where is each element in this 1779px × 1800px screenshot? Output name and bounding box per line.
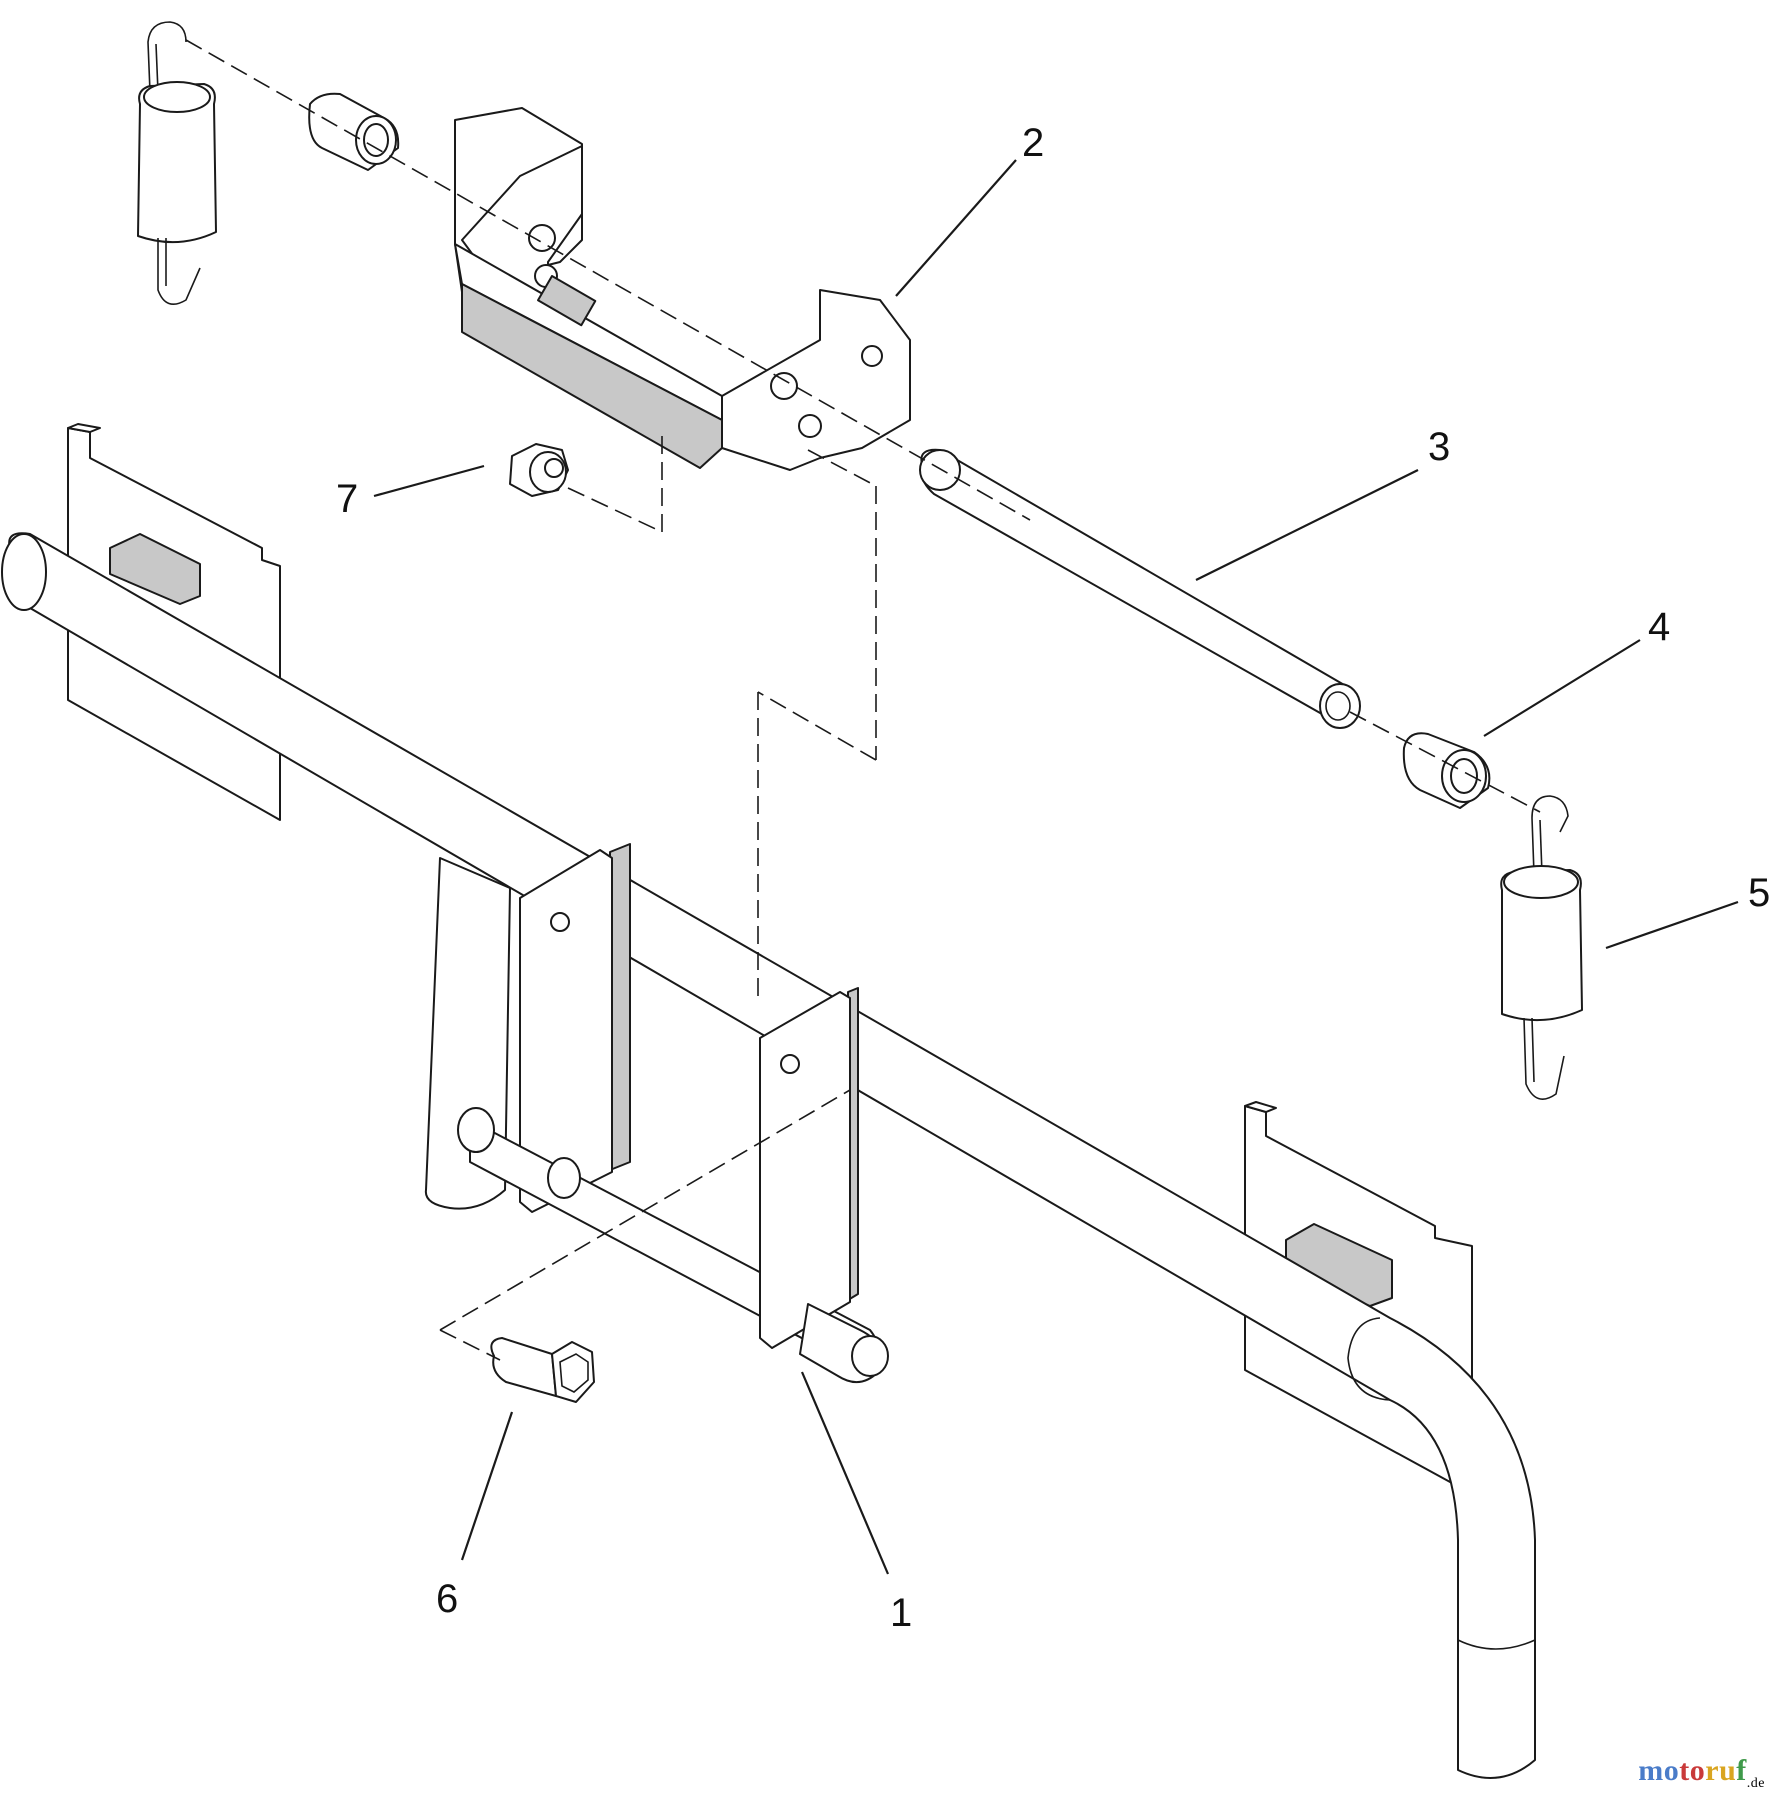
- bolt: [490, 1337, 595, 1403]
- left-bracket-plate: [519, 843, 631, 1213]
- pivot-bar: [1, 532, 1536, 1779]
- callout-7: 7: [336, 477, 358, 521]
- assembly-lines: [185, 39, 1541, 1361]
- spring-right: [1500, 795, 1583, 1100]
- leader-lines: [373, 159, 1739, 1575]
- spring-upper-left: [137, 21, 217, 306]
- bushing-right: [1402, 732, 1491, 809]
- right-bracket-plate: [759, 987, 889, 1383]
- pin-shaft: [919, 448, 1361, 729]
- callout-5: 5: [1748, 871, 1770, 915]
- top-bracket: [454, 107, 911, 471]
- flange-nut: [509, 443, 569, 497]
- callout-2: 2: [1022, 121, 1044, 165]
- callout-labels: 1 2 3 4 5 6 7: [336, 121, 1770, 1635]
- callout-1: 1: [890, 1591, 912, 1635]
- callout-3: 3: [1428, 425, 1450, 469]
- watermark-logo: motoruf.de: [1638, 1754, 1765, 1791]
- bushing-upper: [308, 92, 400, 171]
- callout-4: 4: [1648, 605, 1670, 649]
- callout-6: 6: [436, 1577, 458, 1621]
